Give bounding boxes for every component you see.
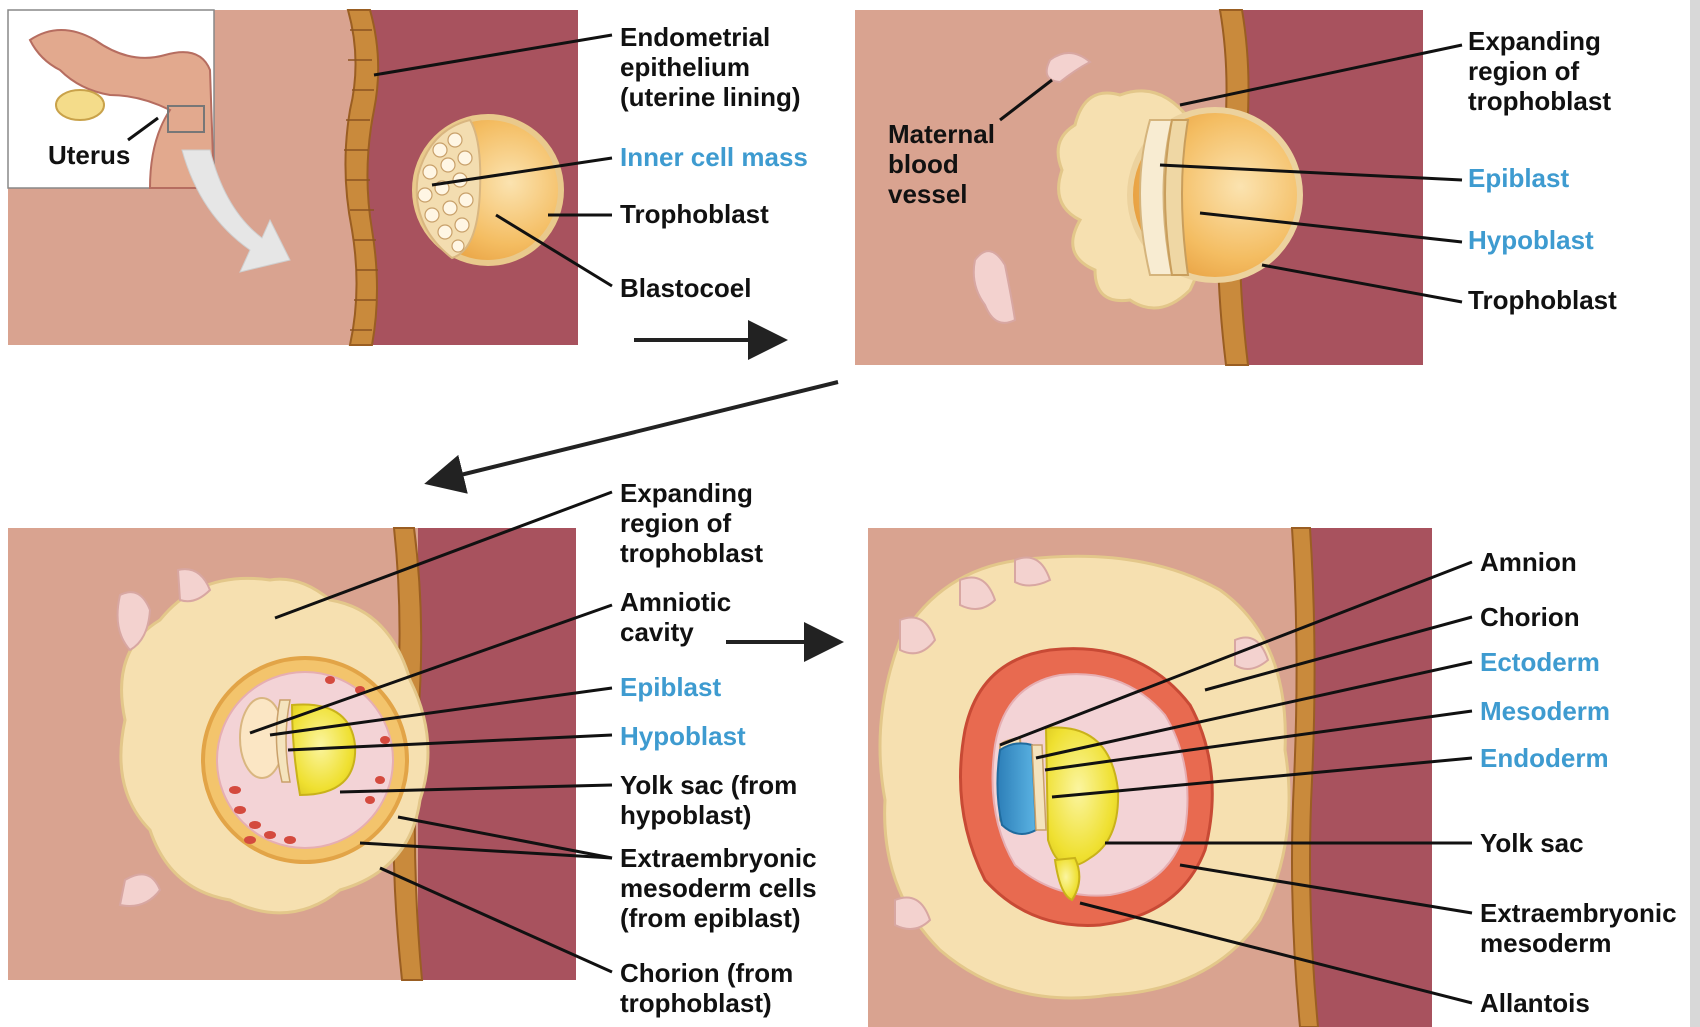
label-ectoderm: Ectoderm — [1480, 647, 1600, 677]
label-chorion-3: Chorion (from trophoblast) — [620, 958, 801, 1018]
label-allantois: Allantois — [1480, 988, 1590, 1018]
p4-ectoderm — [997, 743, 1036, 834]
labels-panel-1: Endometrial epithelium (uterine lining) … — [620, 22, 808, 303]
label-blastocoel: Blastocoel — [620, 273, 752, 303]
label-chorion-4: Chorion — [1480, 602, 1580, 632]
label-expanding-trophoblast-2: Expanding region of trophoblast — [1468, 26, 1611, 116]
label-trophoblast-2: Trophoblast — [1468, 285, 1617, 315]
label-epiblast-3: Epiblast — [620, 672, 721, 702]
label-inner-cell-mass: Inner cell mass — [620, 142, 808, 172]
panel-4-germ-layers — [868, 528, 1432, 1027]
label-hypoblast-3: Hypoblast — [620, 721, 746, 751]
label-yolk-sac-4: Yolk sac — [1480, 828, 1584, 858]
panel-3-gastrulation-early — [8, 528, 576, 980]
label-amnion: Amnion — [1480, 547, 1577, 577]
labels-panel-4: Amnion Chorion Ectoderm Mesoderm Endoder… — [1480, 547, 1684, 1018]
arrow-panel2-to-panel3 — [432, 382, 838, 482]
label-yolk-sac-3: Yolk sac (from hypoblast) — [620, 770, 804, 830]
label-epiblast-2: Epiblast — [1468, 163, 1569, 193]
label-amniotic-cavity: Amniotic cavity — [620, 587, 738, 647]
label-extraembryonic-mesoderm: Extraembryonic mesoderm — [1480, 898, 1684, 958]
uterus-label: Uterus — [48, 140, 130, 170]
labels-panel-3: Expanding region of trophoblast Amniotic… — [620, 478, 824, 1018]
label-hypoblast-2: Hypoblast — [1468, 225, 1594, 255]
panel-1-blastocyst: Uterus — [8, 10, 578, 345]
label-endometrial-epithelium: Endometrial epithelium (uterine lining) — [620, 22, 801, 112]
label-endoderm: Endoderm — [1480, 743, 1609, 773]
label-extraembryonic-mesoderm-cells: Extraembryonic mesoderm cells (from epib… — [620, 843, 824, 933]
ovary-drawing — [56, 90, 104, 120]
label-mesoderm: Mesoderm — [1480, 696, 1610, 726]
p3-endometrium-dark — [418, 528, 576, 980]
label-trophoblast-1: Trophoblast — [620, 199, 769, 229]
right-edge-strip — [1690, 0, 1700, 1027]
label-expanding-trophoblast-3: Expanding region of trophoblast — [620, 478, 763, 568]
